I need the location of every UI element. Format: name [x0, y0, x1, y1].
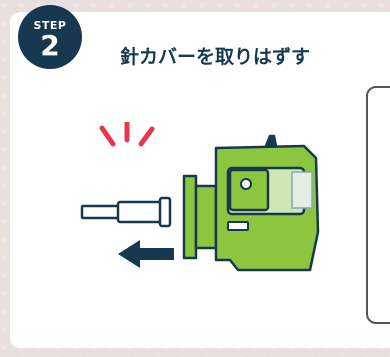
remove-needle-cover-illustration	[80, 122, 320, 272]
step-number: 2	[40, 28, 60, 62]
info-box	[366, 86, 390, 324]
burst-icon	[99, 122, 155, 147]
step-card	[10, 12, 390, 348]
step-heading: 針カバーを取りはずす	[120, 46, 311, 68]
injector-device-icon	[182, 134, 320, 272]
needle-cover-icon	[80, 196, 172, 228]
left-arrow-icon	[118, 240, 174, 268]
step-label: STEP	[33, 18, 67, 32]
step-badge: STEP 2	[18, 5, 82, 69]
